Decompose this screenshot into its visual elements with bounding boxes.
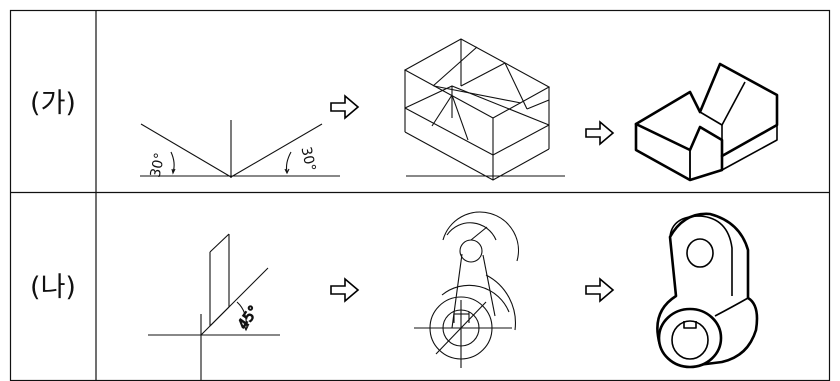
oblique-axes-45deg: 45° [148,233,280,380]
isometric-axes-30deg: 30° 30° [140,120,340,179]
next-step-arrow [330,277,360,303]
angle-label-left: 30° [148,151,169,179]
row-label-na: (나) [30,272,76,303]
isometric-box-construction [403,38,565,181]
isometric-vblock-solid [634,62,779,182]
next-step-arrow [330,94,360,120]
angle-label-right: 30° [298,145,319,173]
angle-label-45: 45° [235,303,262,333]
isometric-bracket-solid [656,212,759,369]
row-label-ga: (가) [30,88,76,119]
circle-construction [414,211,520,368]
next-step-arrow [585,277,615,303]
next-step-arrow [585,120,615,146]
